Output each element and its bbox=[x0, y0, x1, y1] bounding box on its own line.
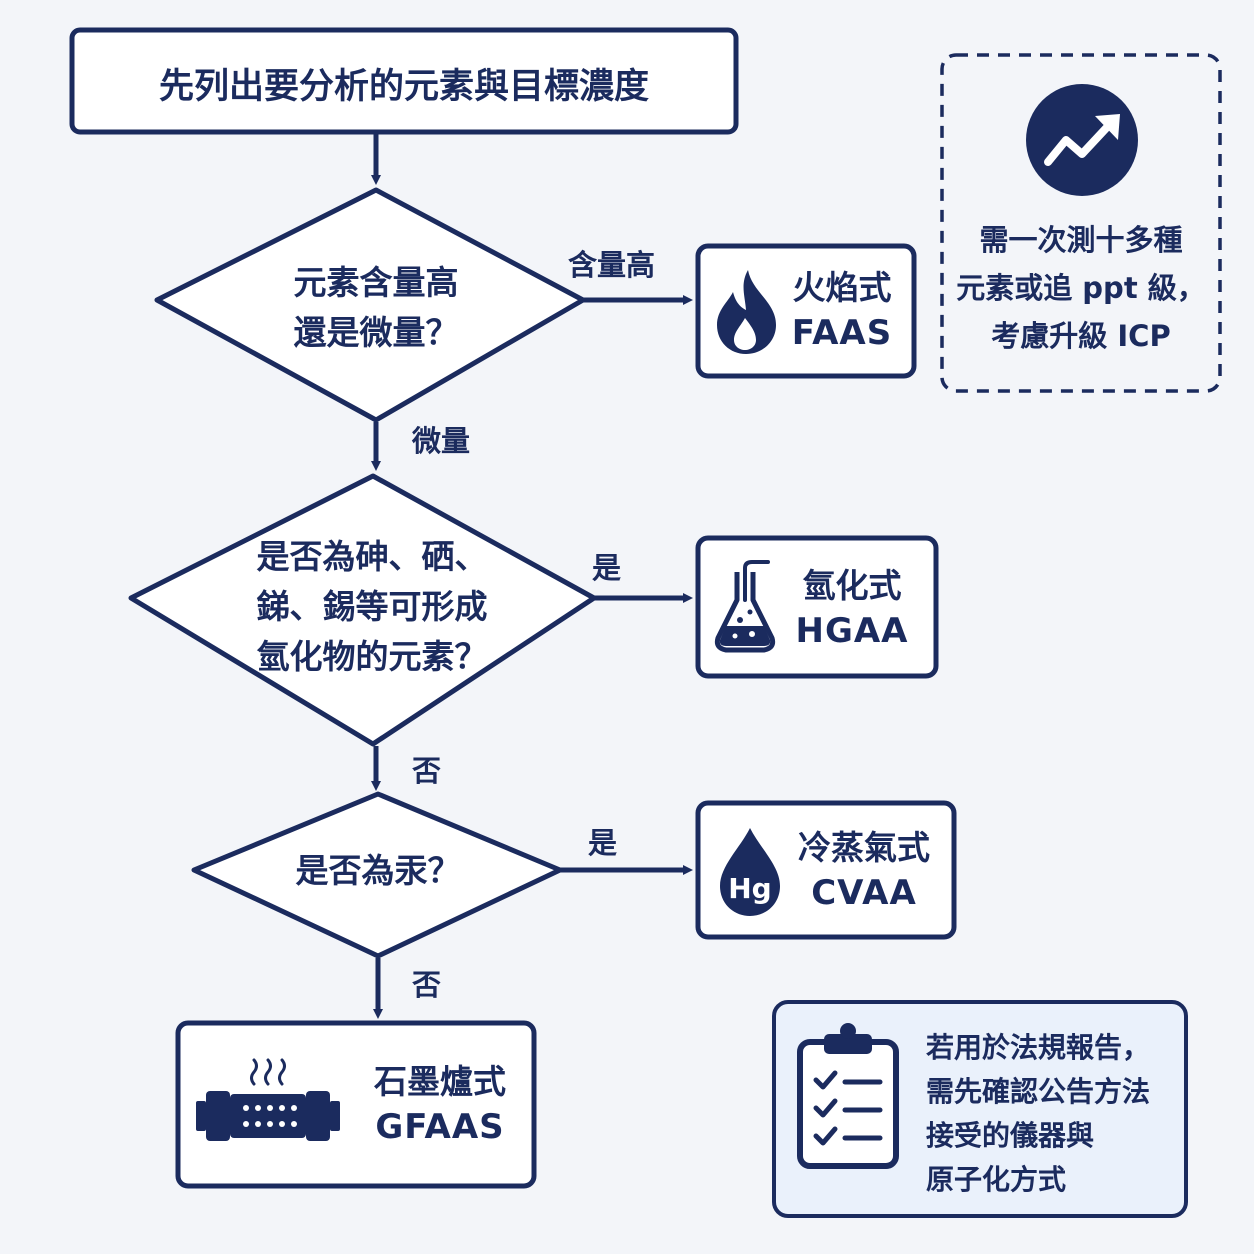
decision-3-line-1: 是否為汞？ bbox=[295, 851, 461, 890]
decision-1-line-2: 還是微量？ bbox=[293, 313, 459, 352]
edge-label-mercury-yes: 是 bbox=[588, 826, 618, 860]
report-note-text: 若用於法規報告， 需先確認公告方法 接受的儀器與 原子化方式 bbox=[926, 1026, 1178, 1202]
result-faas-label: 火焰式 FAAS bbox=[784, 266, 900, 356]
decision-2-line-1: 是否為砷、硒、 bbox=[256, 537, 488, 576]
edge-label-hydride-yes: 是 bbox=[592, 551, 622, 585]
trend-up-icon bbox=[1026, 84, 1138, 196]
edge-label-mercury-no: 否 bbox=[412, 968, 442, 1002]
decision-2-text: 是否為砷、硒、 銻、錫等可形成 氫化物的元素？ bbox=[212, 532, 532, 682]
decision-2-line-3: 氫化物的元素？ bbox=[256, 637, 488, 676]
report-note-line-1: 若用於法規報告， bbox=[926, 1031, 1151, 1064]
edge-label-hydride-no: 否 bbox=[412, 754, 442, 788]
icp-note-line-1: 需一次測十多種 bbox=[979, 223, 1183, 257]
result-cvaa-name: 冷蒸氣式 bbox=[798, 828, 930, 867]
icp-note-box bbox=[940, 53, 1222, 393]
result-cvaa-code: CVAA bbox=[811, 873, 917, 913]
icp-note-text: 需一次測十多種 元素或追 ppt 級， 考慮升級 ICP bbox=[950, 216, 1212, 360]
edge-label-high-content: 含量高 bbox=[568, 248, 656, 282]
flask-icon bbox=[714, 560, 776, 653]
result-hgaa-label: 氫化式 HGAA bbox=[790, 564, 914, 654]
icp-note-line-2: 元素或追 ppt 級， bbox=[956, 271, 1206, 305]
decision-diamond-mercury bbox=[191, 791, 563, 959]
decision-1-line-1: 元素含量高 bbox=[293, 263, 459, 302]
flame-icon bbox=[717, 270, 776, 354]
clipboard-checklist-icon bbox=[797, 1023, 899, 1169]
decision-2-line-2: 銻、錫等可形成 bbox=[256, 587, 488, 626]
report-note-line-2: 需先確認公告方法 bbox=[926, 1075, 1151, 1108]
icp-note-line-3: 考慮升級 ICP bbox=[991, 319, 1171, 353]
result-gfaas-code: GFAAS bbox=[375, 1107, 505, 1147]
result-faas-code: FAAS bbox=[791, 313, 893, 353]
decision-diamond-content-level bbox=[154, 187, 586, 423]
graphite-furnace-icon bbox=[196, 1058, 340, 1141]
decision-3-text: 是否為汞？ bbox=[258, 846, 498, 896]
edge-label-trace: 微量 bbox=[412, 424, 471, 458]
decision-1-text: 元素含量高 還是微量？ bbox=[226, 258, 526, 358]
mercury-icon-text: Hg bbox=[728, 872, 771, 905]
result-box-gfaas bbox=[175, 1020, 537, 1189]
result-gfaas-label: 石墨爐式 GFAAS bbox=[362, 1060, 518, 1150]
decision-diamond-hydride bbox=[128, 473, 597, 747]
report-note-line-3: 接受的儀器與 bbox=[926, 1119, 1095, 1152]
mercury-drop-icon: Hg bbox=[720, 828, 780, 916]
result-cvaa-label: 冷蒸氣式 CVAA bbox=[794, 826, 934, 916]
result-hgaa-code: HGAA bbox=[795, 611, 909, 651]
report-note-line-4: 原子化方式 bbox=[926, 1163, 1067, 1196]
start-box bbox=[69, 27, 739, 135]
result-gfaas-name: 石墨爐式 bbox=[374, 1062, 506, 1101]
result-hgaa-name: 氫化式 bbox=[802, 566, 902, 605]
start-title: 先列出要分析的元素與目標濃度 bbox=[158, 67, 649, 107]
result-faas-name: 火焰式 bbox=[792, 268, 892, 307]
